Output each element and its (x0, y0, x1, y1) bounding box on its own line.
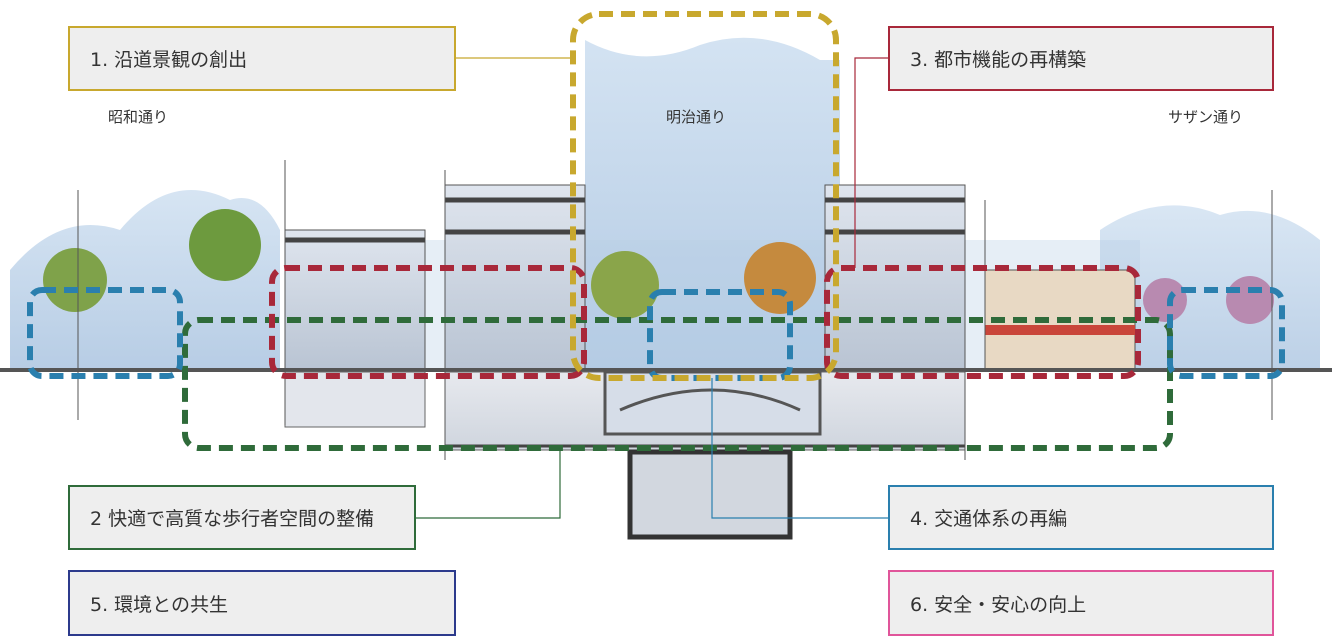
leader-2 (415, 448, 561, 519)
label-environment: 5. 環境との共生 (68, 570, 456, 636)
label-pedestrian-text: 2 快適で高質な歩行者空間の整備 (90, 508, 375, 530)
label-safety: 6. 安全・安心の向上 (888, 570, 1274, 636)
label-landscape-text: 1. 沿道景観の創出 (90, 49, 248, 71)
leader-lines (415, 57, 888, 519)
label-traffic: 4. 交通体系の再編 (888, 485, 1274, 550)
leader-4 (711, 378, 888, 519)
street-label-right: サザン通り (1168, 108, 1244, 126)
frame-traffic-blue-right (1167, 287, 1285, 379)
dashed-frames (27, 11, 1285, 451)
frame-urban-red-left (269, 265, 587, 379)
label-landscape: 1. 沿道景観の創出 (68, 26, 456, 91)
street-label-center: 明治通り (666, 108, 727, 126)
frame-landscape-yellow (570, 11, 839, 381)
leader-3 (854, 57, 888, 268)
label-environment-text: 5. 環境との共生 (90, 593, 228, 616)
street-trees (43, 209, 1274, 324)
street-label-left: 昭和通り (108, 108, 169, 126)
building-outlines (77, 160, 1273, 460)
frame-traffic-blue-left (27, 287, 183, 379)
label-pedestrian: 2 快適で高質な歩行者空間の整備 (68, 485, 416, 550)
label-urban-function: 3. 都市機能の再構築 (888, 26, 1274, 91)
frame-urban-red-right (824, 265, 1141, 379)
label-safety-text: 6. 安全・安心の向上 (910, 593, 1087, 616)
label-urban-function-text: 3. 都市機能の再構築 (910, 49, 1087, 71)
label-traffic-text: 4. 交通体系の再編 (910, 508, 1068, 530)
